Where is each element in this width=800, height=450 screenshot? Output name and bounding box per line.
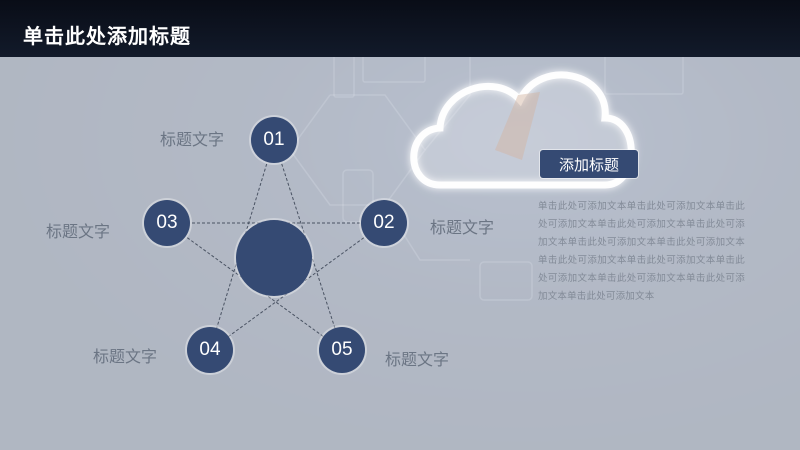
node-03-label[interactable]: 标题文字 — [46, 222, 111, 241]
node-05[interactable]: 05 — [319, 327, 365, 373]
node-03-number: 03 — [156, 212, 178, 233]
node-04[interactable]: 04 — [187, 327, 233, 373]
node-01-number: 01 — [263, 129, 285, 150]
node-02-number: 02 — [373, 212, 395, 233]
node-05-number: 05 — [331, 339, 353, 360]
node-05-label[interactable]: 标题文字 — [385, 350, 450, 369]
node-01[interactable]: 01 — [251, 117, 297, 163]
node-02[interactable]: 02 — [361, 200, 407, 246]
connector-line — [166, 222, 343, 351]
node-03[interactable]: 03 — [144, 200, 190, 246]
node-04-number: 04 — [199, 339, 221, 360]
node-01-label[interactable]: 标题文字 — [160, 130, 225, 149]
center-node — [236, 220, 312, 296]
body-text[interactable]: 单击此处可添加文本单击此处可添加文本单击此处可添加文本单击此处可添加文本单击此处… — [538, 201, 745, 302]
connector-line — [209, 139, 275, 351]
slide-title[interactable]: 单击此处添加标题 — [23, 24, 191, 48]
section-heading: 添加标题 — [558, 155, 619, 174]
content-overlay — [0, 57, 800, 450]
header-bar: 单击此处添加标题 — [0, 0, 800, 57]
node-02-label[interactable]: 标题文字 — [430, 218, 495, 237]
node-04-label[interactable]: 标题文字 — [93, 347, 158, 366]
section-heading-tag[interactable]: 添加标题 — [540, 150, 638, 178]
